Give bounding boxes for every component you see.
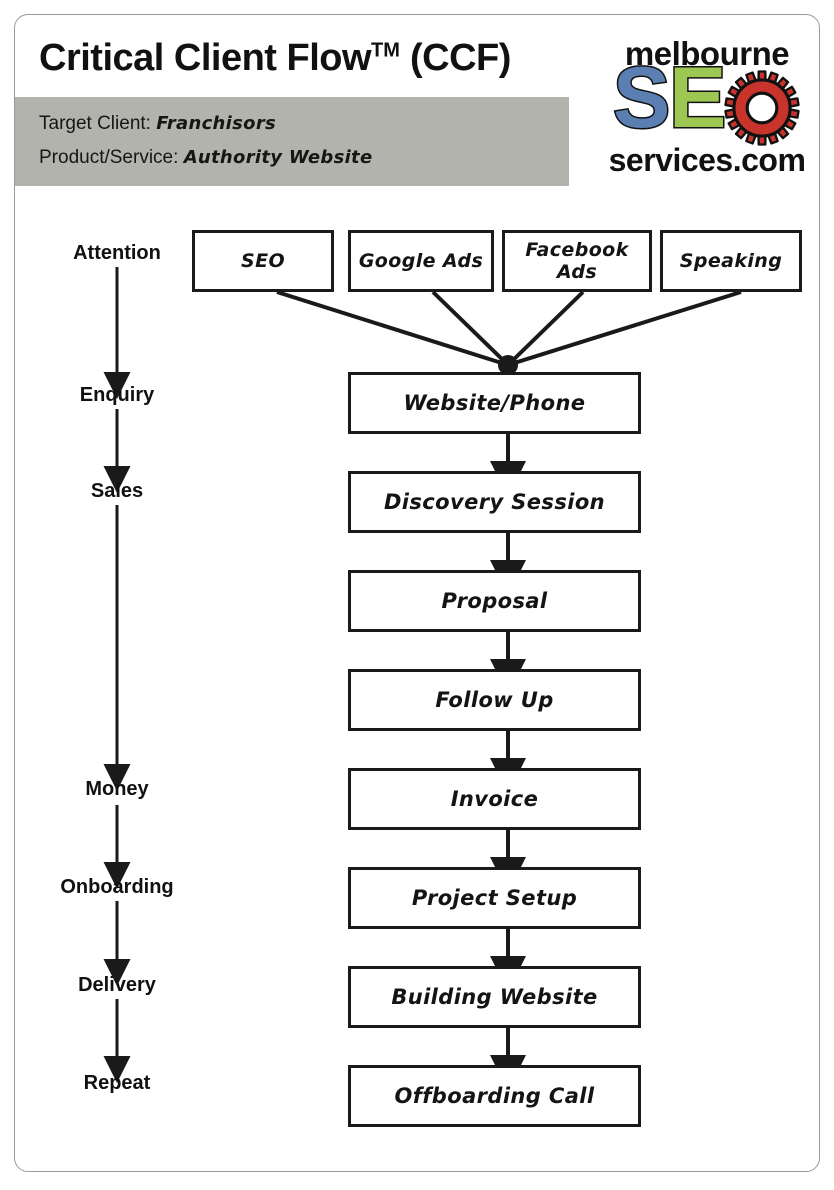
step-node-website-phone[interactable]: Website/Phone bbox=[348, 372, 641, 434]
source-node-seo[interactable]: SEO bbox=[192, 230, 334, 292]
source-node-label: Facebook Ads bbox=[525, 239, 629, 283]
step-node-label: Project Setup bbox=[411, 886, 578, 910]
step-node-label: Proposal bbox=[441, 589, 548, 613]
product-service-row: Product/Service: Authority Website bbox=[39, 147, 372, 169]
source-converge-lines bbox=[276, 290, 742, 367]
step-node-offboarding-call[interactable]: Offboarding Call bbox=[348, 1065, 641, 1127]
step-node-label: Invoice bbox=[450, 787, 539, 811]
source-node-label: SEO bbox=[240, 250, 285, 272]
gear-o-icon bbox=[724, 70, 800, 146]
stage-label-money: Money bbox=[85, 778, 149, 800]
page-title-suffix: (CCF) bbox=[399, 37, 511, 79]
melbourne-seo-logo: melbourne S E services.com bbox=[601, 27, 813, 187]
logo-bottom-text: services.com bbox=[608, 142, 806, 178]
step-node-label: Offboarding Call bbox=[394, 1084, 595, 1108]
logo-letter-s: S bbox=[611, 50, 671, 146]
step-node-project-setup[interactable]: Project Setup bbox=[348, 867, 641, 929]
stage-label-onboarding: Onboarding bbox=[60, 876, 174, 898]
stage-label-enquiry: Enquiry bbox=[79, 384, 155, 406]
source-node-speaking[interactable]: Speaking bbox=[660, 230, 802, 292]
logo-seo-mark: S E bbox=[601, 54, 813, 146]
step-node-label: Follow Up bbox=[435, 688, 554, 712]
header: Critical Client FlowTM (CCF) Target Clie… bbox=[15, 15, 819, 187]
stage-label-sales: Sales bbox=[90, 480, 144, 502]
step-node-follow-up[interactable]: Follow Up bbox=[348, 669, 641, 731]
trademark-symbol: TM bbox=[371, 39, 400, 62]
page-title: Critical Client FlowTM (CCF) bbox=[39, 37, 511, 80]
step-node-label: Website/Phone bbox=[403, 391, 586, 415]
step-node-discovery-session[interactable]: Discovery Session bbox=[348, 471, 641, 533]
target-client-value: Franchisors bbox=[156, 113, 277, 134]
product-service-label: Product/Service: bbox=[39, 147, 179, 168]
source-node-google-ads[interactable]: Google Ads bbox=[348, 230, 494, 292]
source-node-label: Google Ads bbox=[358, 250, 484, 272]
source-node-facebook-ads[interactable]: Facebook Ads bbox=[502, 230, 652, 292]
stage-label-attention: Attention bbox=[73, 242, 161, 264]
product-service-value: Authority Website bbox=[183, 147, 373, 168]
step-node-invoice[interactable]: Invoice bbox=[348, 768, 641, 830]
diagram-card: Critical Client FlowTM (CCF) Target Clie… bbox=[14, 14, 820, 1172]
meta-banner: Target Client: Franchisors Product/Servi… bbox=[15, 97, 569, 186]
step-node-building-website[interactable]: Building Website bbox=[348, 966, 641, 1028]
logo-top-text: melbourne bbox=[624, 35, 790, 72]
logo-letter-e: E bbox=[667, 50, 727, 146]
target-client-row: Target Client: Franchisors bbox=[39, 113, 276, 135]
target-client-label: Target Client: bbox=[39, 113, 151, 134]
step-node-label: Discovery Session bbox=[383, 490, 606, 514]
page-title-main: Critical Client Flow bbox=[39, 37, 372, 79]
step-node-label: Building Website bbox=[391, 985, 598, 1009]
flow-diagram: Attention Enquiry Sales Money Onboarding… bbox=[15, 187, 819, 1171]
source-node-label: Speaking bbox=[679, 250, 783, 272]
step-node-proposal[interactable]: Proposal bbox=[348, 570, 641, 632]
stage-label-delivery: Delivery bbox=[78, 974, 156, 996]
stage-label-repeat: Repeat bbox=[83, 1072, 151, 1094]
